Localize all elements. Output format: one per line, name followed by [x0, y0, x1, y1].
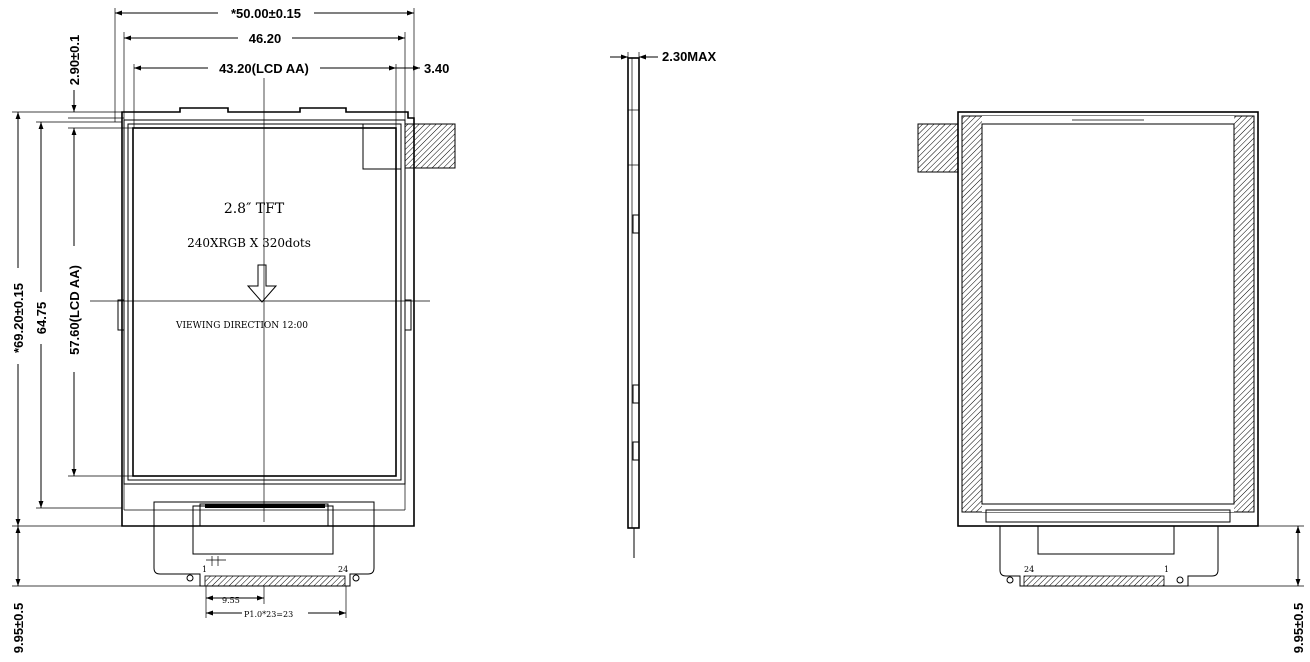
dim-9-55-label: 9.55	[222, 596, 240, 605]
dim-tail-right-label: 9.95±0.5	[1291, 603, 1306, 654]
dim-outline-width-label: *50.00±0.15	[231, 6, 301, 21]
dim-pitch-label: P1.0*23=23	[244, 610, 293, 619]
front-pin-last: 24	[338, 565, 348, 574]
dim-2-90-label: 2.90±0.1	[67, 35, 82, 86]
front-pin-first: 1	[202, 565, 207, 574]
dim-lcd-aa-width: 43.20(LCD AA)	[133, 60, 397, 128]
dim-3-40-label: 3.40	[424, 61, 449, 76]
side-view: 2.30MAX	[610, 49, 717, 558]
fpc-tail: 1 24	[153, 501, 375, 587]
dim-lcd-aa-height: 57.60(LCD AA)	[66, 127, 134, 477]
dim-64-75: 64.75	[33, 121, 122, 509]
dim-lcd-aa-width-label: 43.20(LCD AA)	[219, 61, 309, 76]
dim-outline-width: *50.00±0.15	[114, 4, 415, 122]
dim-pin-offset: 9.55 P1.0*23=23	[205, 586, 347, 619]
back-pin-first: 24	[1024, 565, 1034, 574]
dim-outline-height: *69.20±0.15	[10, 111, 122, 527]
dim-tail-left-label: 9.95±0.5	[11, 603, 26, 654]
panel-title: 2.8″ TFT	[224, 201, 285, 217]
dim-46-20-label: 46.20	[249, 31, 282, 46]
panel-resolution: 240XRGB X 320dots	[187, 236, 311, 250]
viewing-direction-label: VIEWING DIRECTION 12:00	[175, 321, 308, 331]
dim-46-20: 46.20	[123, 30, 406, 122]
front-view: *50.00±0.15 46.20 43.20(LCD AA) 3.40	[10, 4, 456, 653]
dim-lcd-aa-height-label: 57.60(LCD AA)	[67, 265, 82, 355]
viewing-direction-arrow-icon	[246, 264, 278, 303]
dim-64-75-label: 64.75	[34, 302, 49, 335]
dim-outline-height-label: *69.20±0.15	[11, 283, 26, 353]
back-pin-last: 1	[1164, 565, 1169, 574]
dim-3-40: 3.40	[396, 61, 449, 76]
module-outline	[117, 107, 456, 527]
dim-thickness-label: 2.30MAX	[662, 49, 717, 64]
dim-tail-left: 9.95±0.5	[11, 526, 200, 653]
back-fpc-tail: 24 1	[999, 525, 1219, 587]
dim-tail-right: 9.95±0.5	[1188, 525, 1306, 654]
dim-2-90: 2.90±0.1	[66, 26, 124, 119]
back-view: 24 1 9.95±0.5	[917, 111, 1306, 654]
